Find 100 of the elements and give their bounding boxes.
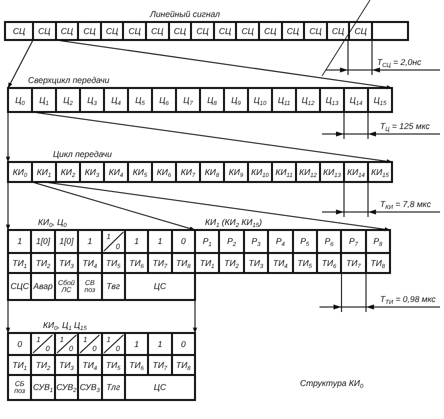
time-slot: Ц$_{1}$ <box>32 88 56 112</box>
time-slot: СЦ <box>349 22 372 40</box>
time-slot: ТИ$_{6}$ <box>316 253 342 273</box>
frame-title: Цикл передачи <box>53 149 112 159</box>
time-slot: ТИ$_{6}$ <box>124 355 148 375</box>
time-slot: КИ$_{8}$ <box>200 162 224 182</box>
time-slot: КИ$_{10}$ <box>248 162 272 182</box>
time-slot: Ц$_{14}$ <box>344 88 368 112</box>
time-slot: ЦС <box>124 375 195 400</box>
time-slot: ТИ$_{3}$ <box>54 355 78 375</box>
time-slot: СЦ <box>100 22 124 40</box>
time-slot: 1[0] <box>54 230 78 253</box>
time-slot: ТИ$_{4}$ <box>78 253 102 273</box>
time-slot: Ц$_{2}$ <box>56 88 80 112</box>
time-slot: Р$_{3}$ <box>244 230 268 253</box>
time-slot: Тлг <box>102 375 125 400</box>
time-slot: КИ$_{4}$ <box>104 162 128 182</box>
time-slot: Ц$_{9}$ <box>224 88 248 112</box>
time-slot: Ц$_{13}$ <box>320 88 344 112</box>
time-slot: 1 <box>124 230 148 253</box>
frame-title: Линейный сигнал <box>150 9 220 19</box>
time-slot: СЦ <box>259 22 282 40</box>
time-slot: ТИ$_{7}$ <box>148 253 172 273</box>
time-slot: ТИ$_{8}$ <box>172 253 195 273</box>
time-slot: 1 <box>124 333 148 355</box>
time-slot: 0 <box>172 333 195 355</box>
time-slot: 1 <box>8 230 32 253</box>
dimension-label: Т$_{СЦ}$ = 2,0нс <box>377 57 422 67</box>
time-slot: Р$_{7}$ <box>341 230 366 253</box>
empty-slot <box>372 22 408 40</box>
time-slot: ТИ$_{2}$ <box>219 253 244 273</box>
time-slot: ТИ$_{6}$ <box>124 253 148 273</box>
time-slot: 0 <box>8 333 32 355</box>
time-slot: Р$_{6}$ <box>316 230 342 253</box>
time-slot: Ц$_{5}$ <box>128 88 152 112</box>
time-slot: СЦ <box>78 22 101 40</box>
time-slot: Твг <box>102 273 125 300</box>
time-slot: 0 <box>172 230 195 253</box>
time-slot: КИ$_{14}$ <box>344 162 368 182</box>
time-slot: ТИ$_{7}$ <box>341 253 366 273</box>
time-slot: ТИ$_{5}$ <box>102 253 125 273</box>
time-slot: Р$_{1}$ <box>195 230 220 253</box>
frame-title: КИ$_{1}$ (КИ$_{2}$ КИ$_{15}$) <box>205 217 262 227</box>
time-slot: КИ$_{15}$ <box>368 162 392 182</box>
time-slot: СЦ <box>191 22 214 40</box>
time-slot: КИ$_{9}$ <box>224 162 248 182</box>
time-slot: 1 <box>78 230 102 253</box>
time-slot: СЦ <box>214 22 236 40</box>
time-slot: ТИ$_{2}$ <box>31 355 55 375</box>
time-slot: КИ$_{0}$ <box>8 162 32 182</box>
time-slot: ТИ$_{1}$ <box>8 253 32 273</box>
dimension-label: Т$_{КИ}$ = 7,8 мкс <box>380 199 431 209</box>
note-text: Структура КИ$_{0}$ <box>300 378 364 388</box>
time-slot: ТИ$_{8}$ <box>172 355 195 375</box>
time-slot: КИ$_{5}$ <box>128 162 152 182</box>
dimension-label: Т$_{ТИ}$ = 0,98 мкс <box>380 294 436 304</box>
time-slot: ТИ$_{5}$ <box>102 355 125 375</box>
time-slot: КИ$_{7}$ <box>176 162 200 182</box>
expansion-arrow <box>8 40 34 89</box>
time-slot: СУВ$_{1}$ <box>31 375 55 400</box>
time-slot: СУВ$_{2}$ <box>54 375 78 400</box>
time-slot: Ц$_{7}$ <box>176 88 200 112</box>
frame-title: КИ$_{0}$, Ц$_{1}$ Ц$_{15}$ <box>43 320 87 330</box>
time-slot: ТИ$_{1}$ <box>8 355 32 375</box>
time-slot: КИ$_{6}$ <box>152 162 176 182</box>
time-slot: СЦ <box>33 22 56 40</box>
time-slot: КИ$_{11}$ <box>272 162 296 182</box>
time-slot: Ц$_{10}$ <box>248 88 272 112</box>
time-slot: 1 <box>148 333 172 355</box>
time-slot: 1[0] <box>31 230 55 253</box>
time-slot: Ц$_{11}$ <box>272 88 296 112</box>
time-slot: Ц$_{15}$ <box>368 88 392 112</box>
time-slot: СЦ <box>282 22 304 40</box>
time-slot: 1 <box>148 230 172 253</box>
time-slot: Р$_{8}$ <box>366 230 390 253</box>
time-slot: Ц$_{6}$ <box>152 88 176 112</box>
time-slot: СЦ <box>123 22 146 40</box>
dimension-label: Т$_{Ц}$ = 125 мкс <box>380 121 430 131</box>
time-slot: Р$_{4}$ <box>268 230 292 253</box>
time-slot: ТИ$_{1}$ <box>195 253 220 273</box>
expansion-arrow <box>6 300 10 334</box>
time-slot: СЦ <box>146 22 169 40</box>
frame-title: КИ$_{0}$, Ц$_{0}$ <box>38 217 67 227</box>
time-slot: ТИ$_{5}$ <box>292 253 317 273</box>
time-slot: ТИ$_{4}$ <box>78 355 102 375</box>
time-slot: Ц$_{12}$ <box>296 88 320 112</box>
time-slot: ТИ$_{4}$ <box>268 253 292 273</box>
time-slot: СЦ <box>56 22 78 40</box>
expansion-arrow <box>6 112 10 163</box>
time-slot: СЦ <box>326 22 350 40</box>
time-slot: СУВ$_{3}$ <box>78 375 102 400</box>
time-slot: Ц$_{0}$ <box>8 88 32 112</box>
time-slot: Ц$_{4}$ <box>104 88 128 112</box>
expansion-arrow <box>32 182 196 230</box>
time-slot: КИ$_{3}$ <box>80 162 104 182</box>
time-slot: КИ$_{2}$ <box>56 162 80 182</box>
time-slot: Р$_{5}$ <box>292 230 317 253</box>
time-slot: Ц$_{8}$ <box>200 88 224 112</box>
expansion-arrow <box>6 182 10 231</box>
time-slot: КИ$_{13}$ <box>320 162 344 182</box>
